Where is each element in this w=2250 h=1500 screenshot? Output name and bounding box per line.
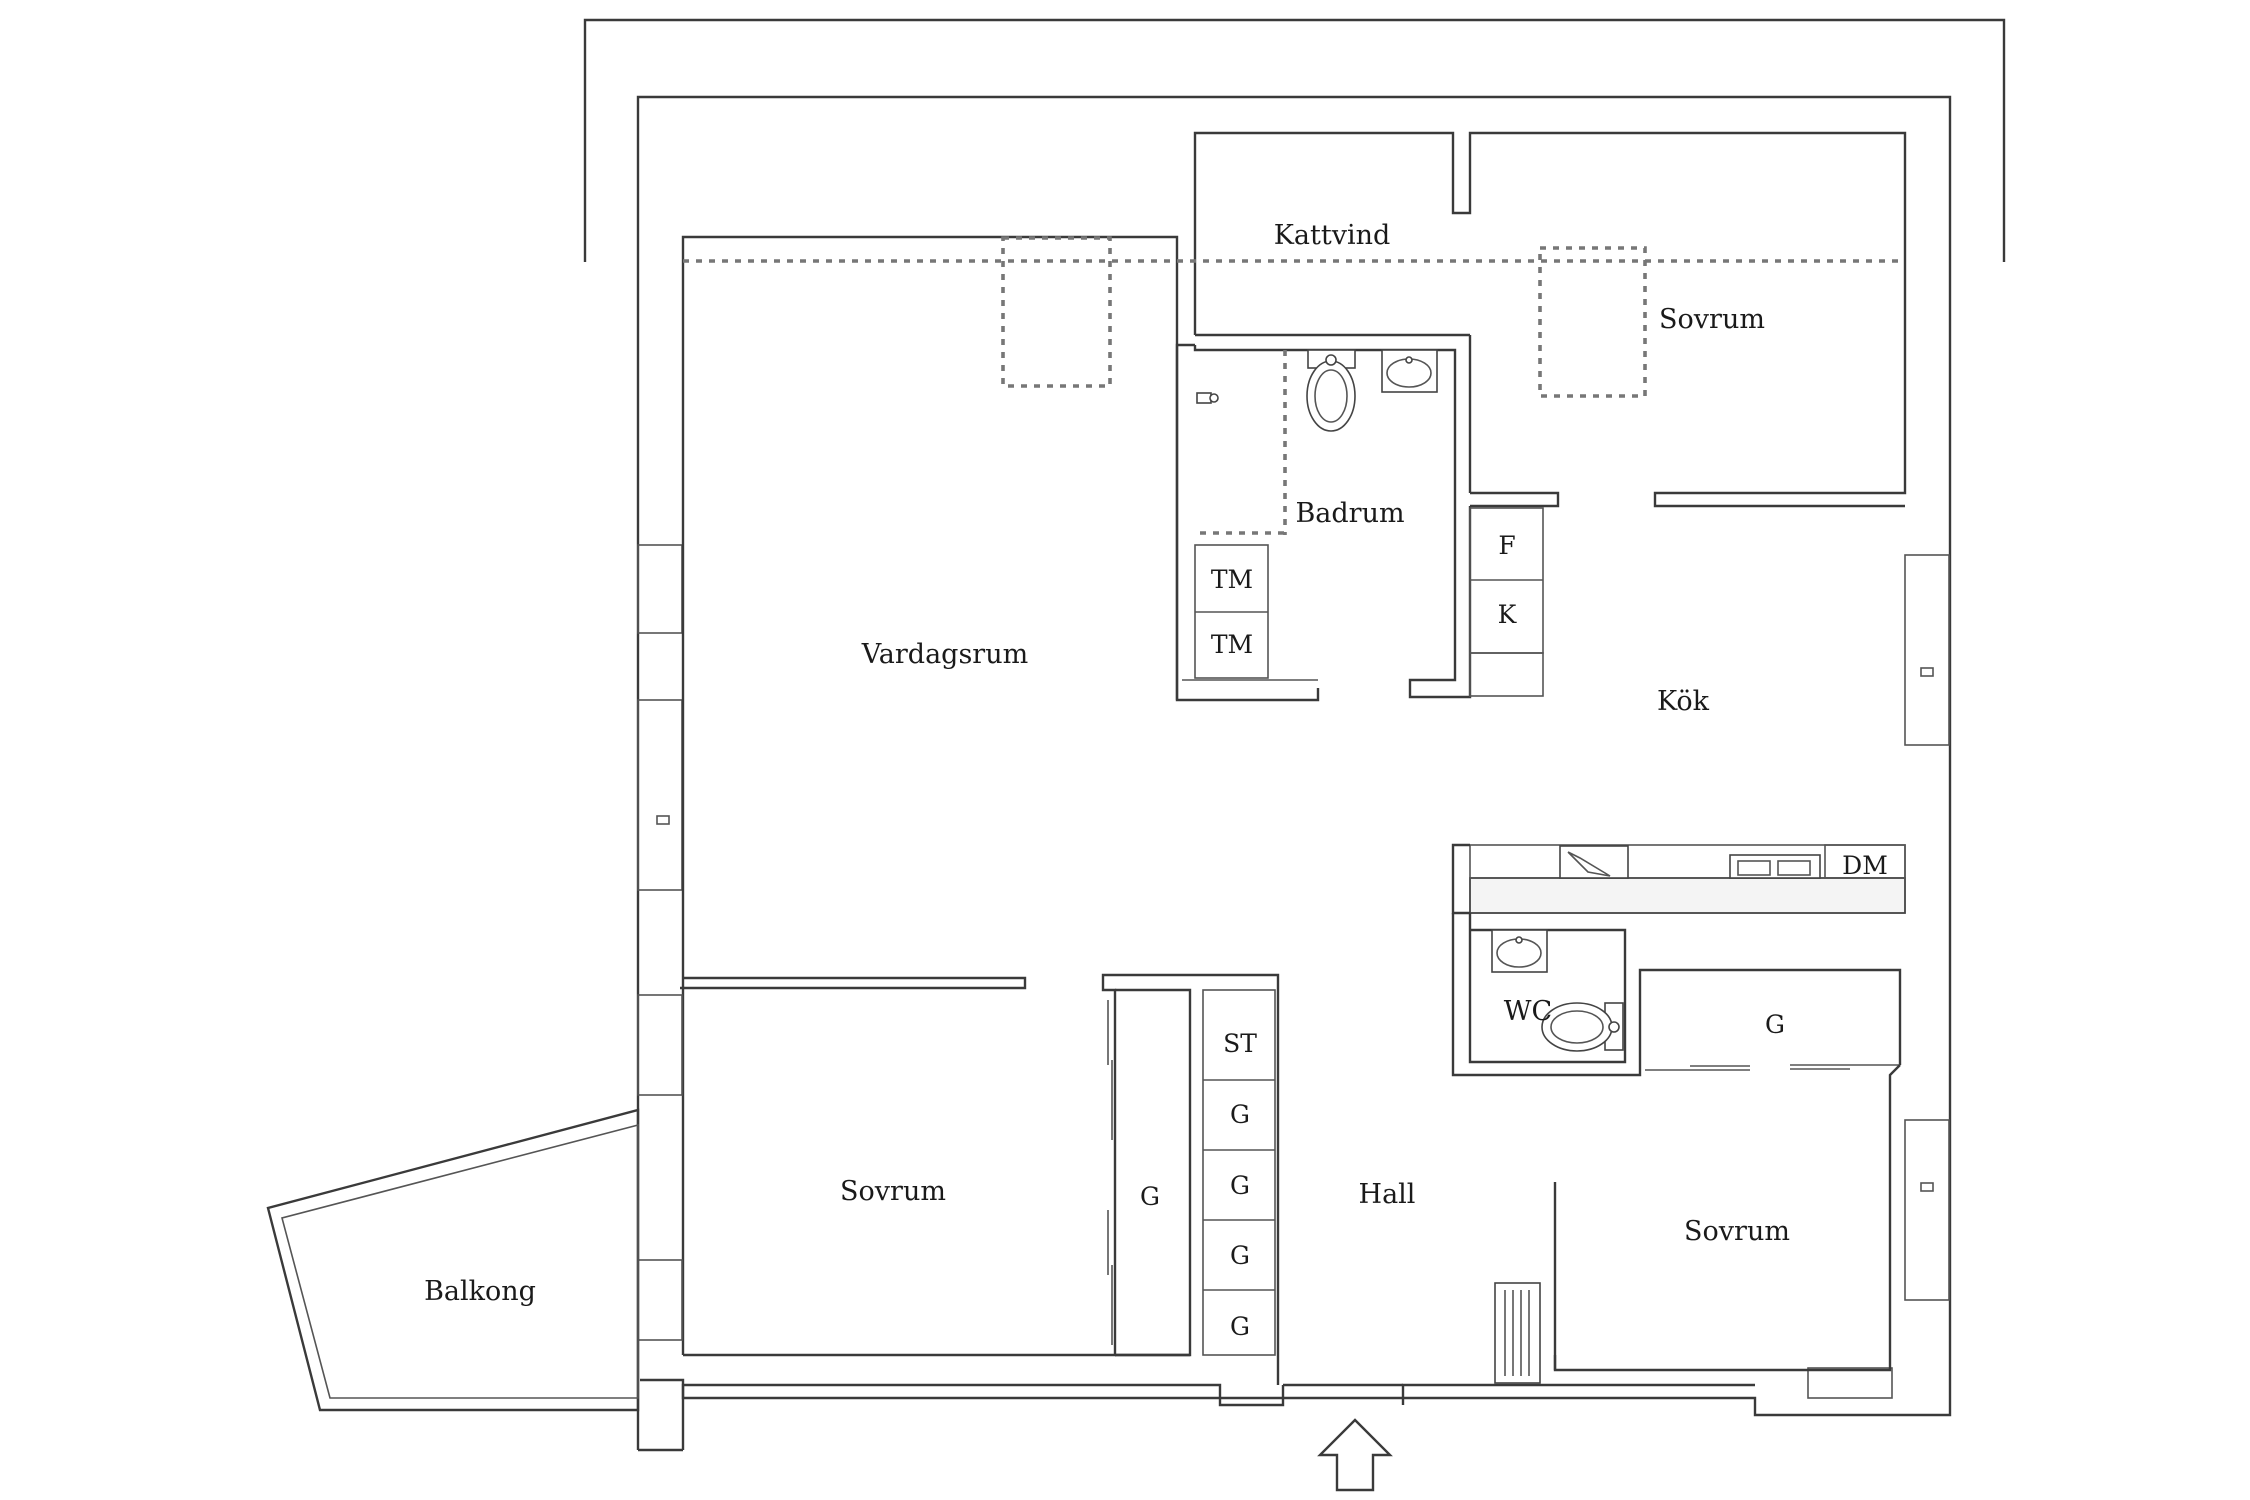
fixture-label-tm: TM xyxy=(1211,565,1253,594)
toilet-icon xyxy=(1306,349,1356,432)
radiator-icon xyxy=(1494,1282,1541,1384)
sink-icon xyxy=(1491,929,1548,973)
outer-walls xyxy=(636,95,1952,1452)
fixture-label-g: G xyxy=(1230,1171,1250,1200)
fixture-label-st: ST xyxy=(1223,1029,1257,1058)
room-label-vardagsrum: Vardagsrum xyxy=(861,639,1028,670)
fixture-label-g: G xyxy=(1230,1241,1250,1270)
fixture-label-g: G xyxy=(1230,1312,1250,1341)
room-label-wc: WC xyxy=(1504,996,1552,1027)
g-closet-wc xyxy=(1638,968,1902,1071)
fixture-label-k: K xyxy=(1498,600,1518,629)
skylights xyxy=(683,236,1905,398)
roof-outline xyxy=(583,18,2006,262)
balkong xyxy=(266,1108,640,1412)
sovrum-right-walls xyxy=(1553,1064,1901,1372)
stove-icon xyxy=(1559,845,1629,879)
room-label-balkong: Balkong xyxy=(424,1276,536,1307)
sink-icon xyxy=(1381,349,1438,393)
kok-counter xyxy=(1451,843,1906,915)
room-label-hall: Hall xyxy=(1359,1179,1416,1210)
shower-icon xyxy=(1196,392,1219,404)
hall-closets xyxy=(1202,989,1280,1385)
kattvind-walls xyxy=(1193,131,1907,508)
fixture-label-g: G xyxy=(1230,1100,1250,1129)
room-label-sovrum-left: Sovrum xyxy=(840,1176,946,1207)
fixture-label-f: F xyxy=(1498,531,1515,560)
room-label-sovrum-top: Sovrum xyxy=(1659,304,1765,335)
wc-walls xyxy=(1451,913,1642,1077)
toilet-icon xyxy=(1541,1002,1624,1052)
sovrum-left-walls xyxy=(683,973,1280,1357)
entrance-arrow-icon[interactable] xyxy=(1317,1418,1393,1492)
fixture-label-tm: TM xyxy=(1211,630,1253,659)
room-label-kattvind: Kattvind xyxy=(1274,220,1391,251)
badrum-walls xyxy=(1175,343,1472,700)
fixture-label-dm: DM xyxy=(1842,851,1888,880)
fixture-label-g: G xyxy=(1765,1010,1785,1039)
fixture-label-g: G xyxy=(1140,1182,1160,1211)
kok-cabinets xyxy=(1469,507,1544,697)
room-label-sovrum-right: Sovrum xyxy=(1684,1216,1790,1247)
sink-icon xyxy=(1729,854,1821,879)
room-label-kok: Kök xyxy=(1657,686,1710,717)
room-label-badrum: Badrum xyxy=(1295,498,1404,529)
